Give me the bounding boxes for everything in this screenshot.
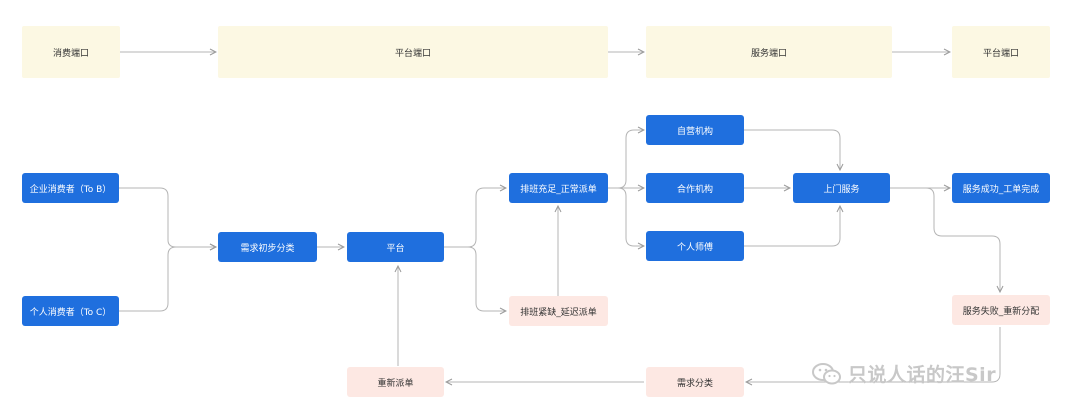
node-demand-classify[interactable]: 需求初步分类 (218, 232, 317, 262)
lane-service: 服务端口 (646, 26, 892, 78)
edge-fail-reclassify (746, 327, 1001, 382)
edge-platform-normal (444, 188, 506, 248)
node-b2c-consumer[interactable]: 个人消费者（To C） (22, 296, 119, 326)
node-normal-dispatch[interactable]: 排班充足_正常派单 (509, 173, 608, 203)
lane-platform-2: 平台端口 (952, 26, 1050, 78)
wechat-icon (812, 362, 841, 384)
node-delay-dispatch[interactable]: 排班紧缺_延迟派单 (509, 296, 608, 326)
watermark-text: 只说人话的汪Sir (848, 364, 997, 386)
edge-individual-onsite (744, 206, 840, 247)
node-redispatch[interactable]: 重新派单 (347, 367, 444, 397)
edge-b2c-classify (119, 247, 216, 312)
node-onsite-service[interactable]: 上门服务 (793, 173, 890, 203)
edge-normal-individual (608, 187, 644, 246)
lane-platform: 平台端口 (218, 26, 608, 78)
edge-self-onsite (744, 129, 840, 170)
node-service-fail[interactable]: 服务失败_重新分配 (952, 295, 1050, 325)
edge-b2b-classify (119, 187, 216, 247)
node-b2b-consumer[interactable]: 企业消费者（To B） (22, 173, 119, 203)
node-reclassify[interactable]: 需求分类 (646, 367, 744, 397)
lane-consumer: 消费端口 (22, 26, 120, 78)
edge-platform-delay (444, 246, 506, 311)
node-service-success[interactable]: 服务成功_工单完成 (952, 173, 1050, 203)
watermark: 只说人话的汪Sir (812, 360, 996, 387)
edge-normal-self (608, 130, 644, 189)
node-platform[interactable]: 平台 (347, 232, 444, 262)
node-partner-org[interactable]: 合作机构 (646, 173, 744, 203)
node-individual[interactable]: 个人师傅 (646, 231, 744, 261)
node-self-org[interactable]: 自营机构 (646, 115, 744, 145)
edge-onsite-fail (890, 187, 1000, 292)
